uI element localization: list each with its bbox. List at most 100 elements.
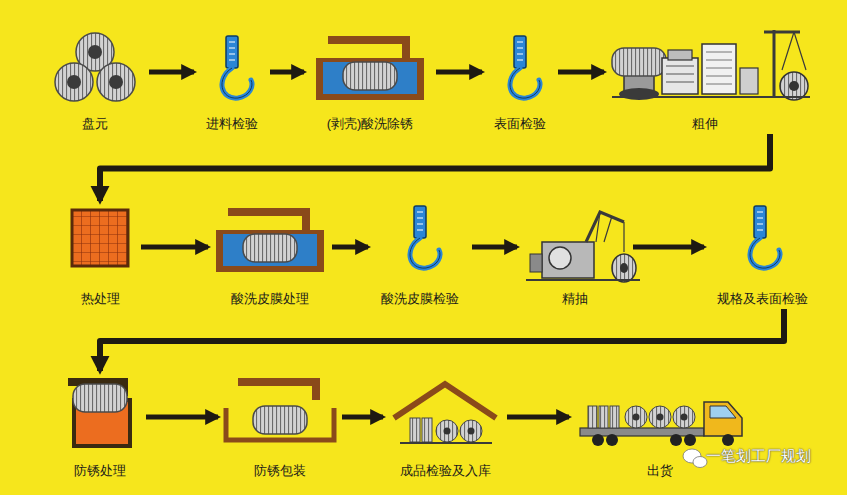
rough-drawing-machine-part: [668, 50, 692, 60]
warehouse-part: [422, 418, 432, 442]
truck-part: [722, 434, 734, 446]
step-label: (剥壳)酸洗除锈: [327, 116, 414, 132]
flow-arrow: [270, 70, 304, 75]
process-step: (剥壳)酸洗除锈: [310, 30, 430, 132]
rough-drawing-machine-part: [612, 48, 666, 76]
fine-drawing-machine-part: [526, 279, 640, 281]
process-step: 成品检验及入库: [389, 375, 501, 479]
warehouse: [394, 384, 496, 443]
process-step: 酸洗皮膜处理: [214, 205, 326, 307]
rough-drawing-machine-part: [662, 58, 698, 94]
truck-part: [588, 406, 597, 428]
rust-proof-tank: [68, 378, 130, 446]
truck-part: [592, 434, 604, 446]
truck-part: [610, 406, 619, 428]
process-step: 防锈处理: [60, 375, 140, 479]
step-label: 出货: [647, 463, 673, 479]
truck-part: [670, 434, 682, 446]
process-step: 精抽: [523, 205, 627, 307]
rough-drawing-machine-part: [706, 52, 732, 84]
inspection-icon: [410, 206, 440, 268]
rough-drawing-machine-part: [612, 96, 810, 98]
step-label: 成品检验及入库: [400, 463, 491, 479]
coil-stock-icon: [55, 33, 135, 101]
heat-furnace: [72, 210, 128, 266]
flow-arrow: [633, 245, 704, 250]
truck-part: [633, 414, 640, 421]
process-step: 规格及表面检验: [710, 205, 814, 307]
rough-drawing-machine: [612, 30, 810, 100]
step-label: 粗伸: [692, 116, 718, 132]
rough-drawing-machine-part: [702, 44, 736, 94]
inspection-icon: [750, 206, 780, 268]
flow-arrow: [141, 245, 208, 250]
flow-arrow: [100, 309, 784, 371]
truck-part: [673, 406, 695, 428]
flow-arrow: [558, 70, 604, 75]
fine-drawing-machine-part: [549, 247, 571, 269]
watermark-icon-part: [693, 457, 707, 468]
rough-drawing-machine-part: [789, 81, 799, 91]
process-step: 粗伸: [610, 30, 800, 132]
coil-stock-icon-part: [97, 63, 135, 101]
fine-drawing-machine-part: [596, 212, 612, 242]
coil-stock-icon-part: [55, 63, 93, 101]
rough-drawing-machine-part: [619, 88, 659, 100]
flow-arrow: [100, 134, 770, 201]
truck-part: [649, 406, 671, 428]
process-step: 进料检验: [200, 30, 264, 132]
step-label: 防锈处理: [74, 463, 126, 479]
step-label: 防锈包装: [254, 463, 306, 479]
warehouse-part: [444, 428, 451, 435]
step-label: 表面检验: [494, 116, 546, 132]
step-label: 热处理: [81, 291, 120, 307]
truck-part: [599, 406, 608, 428]
truck: [580, 402, 742, 446]
inspection-icon: [222, 36, 252, 98]
truck-part: [625, 406, 647, 428]
warehouse-part: [400, 442, 492, 444]
step-label: 精抽: [562, 291, 588, 307]
fine-drawing-machine-part: [612, 254, 636, 282]
flow-arrow: [332, 245, 368, 250]
flow-arrow: [149, 70, 194, 75]
truck-part: [606, 434, 618, 446]
acid-tank: [216, 208, 324, 272]
truck-part: [681, 414, 688, 421]
truck-part: [657, 414, 664, 421]
flow-arrow: [436, 70, 482, 75]
truck-part: [684, 434, 696, 446]
rust-proof-tank-part: [73, 384, 127, 412]
warehouse-part: [468, 428, 475, 435]
fine-drawing-machine-part: [620, 263, 628, 273]
process-step: 热处理: [65, 205, 135, 307]
rough-drawing-machine-part: [740, 68, 758, 94]
inspection-icon: [510, 36, 540, 98]
truck-part: [710, 406, 736, 418]
fine-drawing-machine-part: [530, 254, 542, 272]
flow-arrow: [146, 415, 218, 420]
rust-proof-packing-part: [238, 378, 320, 400]
process-step: 表面检验: [488, 30, 552, 132]
fine-drawing-machine-part: [586, 212, 624, 242]
watermark-icon: [683, 449, 707, 468]
fine-drawing-machine: [526, 212, 640, 282]
flow-arrow: [472, 245, 517, 250]
rust-proof-packing: [226, 378, 334, 440]
rust-proof-packing-part: [253, 406, 307, 434]
process-step: 防锈包装: [224, 375, 336, 479]
warehouse-part: [436, 420, 458, 442]
rough-drawing-machine-part: [666, 66, 694, 82]
step-label: 规格及表面检验: [717, 291, 808, 307]
step-label: 酸洗皮膜处理: [231, 291, 309, 307]
fine-drawing-machine-part: [542, 242, 594, 278]
rough-drawing-machine-part: [773, 30, 776, 96]
process-step: 盘元: [47, 30, 143, 132]
fine-drawing-machine-part: [623, 222, 624, 252]
warehouse-part: [460, 420, 482, 442]
flow-arrow: [507, 415, 569, 420]
step-label: 酸洗皮膜检验: [381, 291, 459, 307]
